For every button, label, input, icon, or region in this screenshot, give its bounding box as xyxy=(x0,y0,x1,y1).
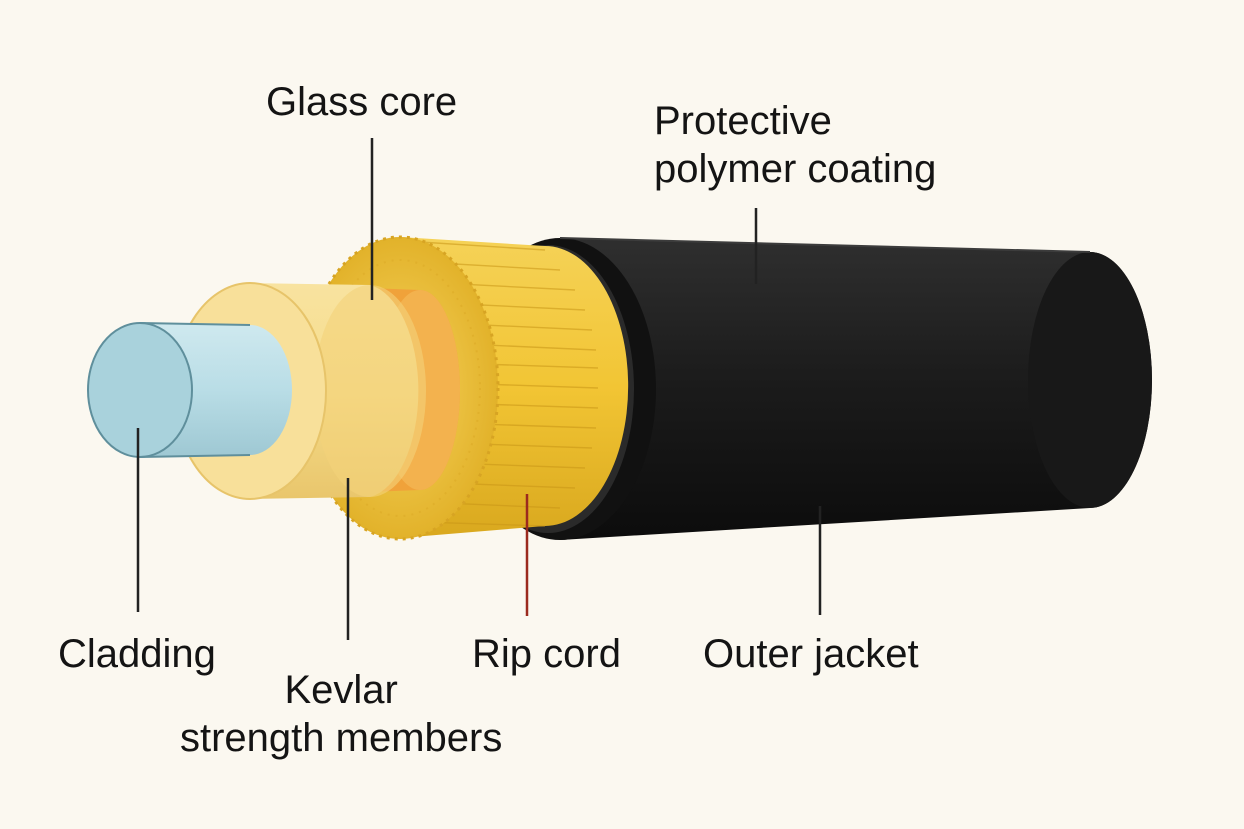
label-kevlar: Kevlar strength members xyxy=(180,666,502,762)
label-protective-line2: polymer coating xyxy=(654,147,937,191)
label-rip-cord: Rip cord xyxy=(472,630,621,678)
label-rip-cord-text: Rip cord xyxy=(472,632,621,676)
leader-lines xyxy=(136,138,822,640)
label-cladding-text: Cladding xyxy=(58,632,216,676)
label-outer-jacket: Outer jacket xyxy=(703,630,919,678)
label-kevlar-line1: Kevlar xyxy=(284,668,398,712)
label-glass-core-text: Glass core xyxy=(266,80,458,124)
glass-core-layer xyxy=(87,322,292,458)
label-cladding: Cladding xyxy=(58,630,216,678)
label-protective-coating: Protective polymer coating xyxy=(654,97,936,193)
label-outer-jacket-text: Outer jacket xyxy=(703,632,919,676)
label-kevlar-line2: strength members xyxy=(180,716,503,760)
label-glass-core: Glass core xyxy=(266,78,457,126)
label-protective-line1: Protective xyxy=(654,99,832,143)
